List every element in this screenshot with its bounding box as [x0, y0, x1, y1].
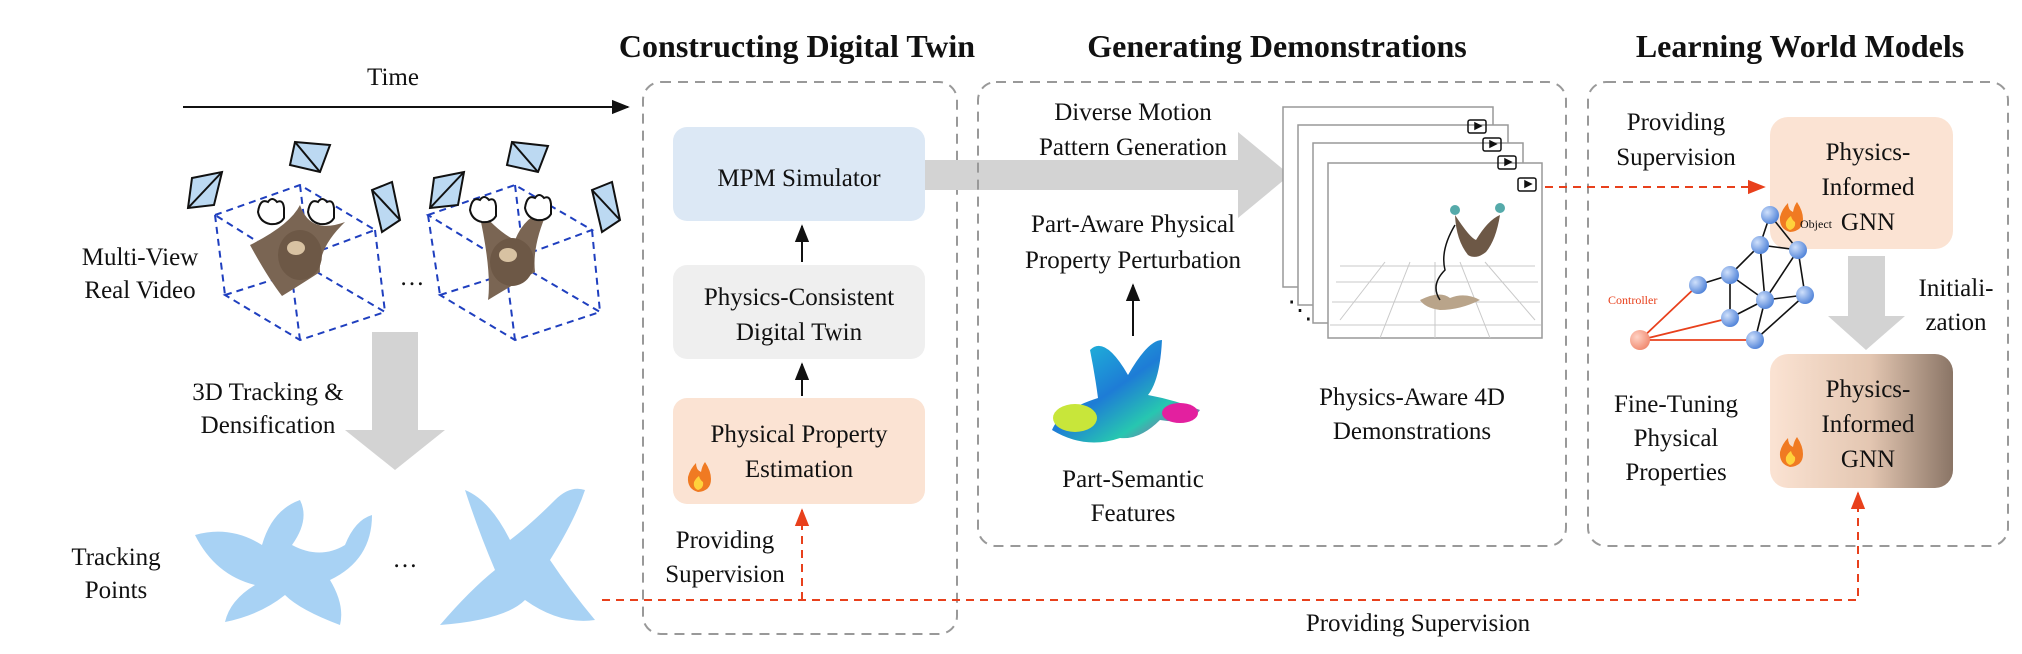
property-estimation-line2: Estimation [745, 456, 854, 483]
wm-supervision-line2: Supervision [1616, 144, 1736, 171]
initialization-line2: zation [1925, 309, 1987, 336]
point-cloud-2 [440, 488, 595, 625]
demonstrations-panel [977, 81, 1567, 547]
demos-line2: Demonstrations [1333, 418, 1491, 445]
flame-icon [1779, 202, 1803, 232]
video-frame-1 [212, 183, 388, 342]
stack-ellipsis: ⋱ [1288, 297, 1313, 324]
tracking-down-arrow [345, 332, 445, 470]
demo-plush-toy [1420, 203, 1505, 310]
bottom-supervision-label: Providing Supervision [1306, 610, 1531, 637]
ellipsis-bottom: … [393, 546, 418, 573]
demos-line1: Physics-Aware 4D [1319, 384, 1505, 411]
video-frame-2 [425, 183, 603, 342]
camera-icon [428, 140, 622, 234]
plush-toy-1 [250, 205, 345, 296]
part-semantic-line1: Part-Semantic [1062, 466, 1204, 493]
multiview-label-line2: Real Video [84, 277, 195, 304]
digital-twin-section: Constructing Digital Twin MPM Simulator … [619, 28, 975, 635]
diverse-motion-line1: Diverse Motion [1054, 99, 1212, 126]
finetune-line2: Physical [1634, 425, 1719, 452]
gnn-bottom-line3: GNN [1841, 446, 1895, 473]
input-section: Time Multi-View Real Video [71, 64, 630, 625]
finetune-line3: Properties [1625, 459, 1726, 486]
tracking-points-line1: Tracking [71, 544, 161, 571]
digital-twin-panel [642, 81, 958, 635]
time-label: Time [367, 64, 419, 91]
gnn-bottom-line2: Informed [1821, 411, 1915, 438]
part-aware-line1: Part-Aware Physical [1031, 211, 1235, 238]
mpm-simulator-label: MPM Simulator [717, 165, 881, 192]
graph-object-label: Object [1800, 217, 1833, 231]
ellipsis-top: … [400, 264, 425, 291]
supervision-connectors [602, 179, 1866, 601]
section-title-demonstrations: Generating Demonstrations [1087, 28, 1467, 64]
object-nodes [1689, 206, 1814, 349]
property-estimation-box [673, 398, 925, 504]
diverse-motion-line2: Pattern Generation [1039, 134, 1228, 161]
tracking-points-line2: Points [85, 577, 148, 604]
gnn-top-line3: GNN [1841, 209, 1895, 236]
digital-twin-line2: Digital Twin [736, 319, 863, 346]
demonstrations-section: Generating Demonstrations Diverse Motion… [977, 28, 1567, 547]
initialization-arrow [1828, 256, 1905, 350]
gnn-bottom-box [1770, 354, 1953, 488]
world-models-section: Learning World Models Providing Supervis… [1587, 28, 2009, 547]
demo-video-stack: ⋱ [1282, 106, 1543, 339]
mpm-simulator-box [673, 127, 925, 221]
plush-toy-2 [478, 208, 548, 300]
camera-icon [186, 140, 402, 234]
bottom-supervision-line [602, 491, 1866, 601]
flame-icon [687, 462, 711, 492]
flame-icon [1779, 437, 1803, 467]
gnn-bottom-line1: Physics- [1826, 376, 1911, 403]
tracking-step-line1: 3D Tracking & [192, 379, 343, 406]
world-models-panel [1587, 81, 2009, 547]
supervision-line1: Providing [676, 527, 775, 554]
digital-twin-box [673, 265, 925, 359]
hand-icon-1a [256, 198, 285, 226]
gnn-top-line2: Informed [1821, 174, 1915, 201]
multiview-label-line1: Multi-View [82, 244, 199, 271]
mpm-to-demos-arrow [925, 132, 1290, 218]
wm-supervision-line1: Providing [1627, 109, 1726, 136]
digital-twin-line1: Physics-Consistent [704, 284, 894, 311]
video-icon [1467, 119, 1537, 192]
section-title-digital-twin: Constructing Digital Twin [619, 28, 975, 64]
gnn-top-box [1770, 117, 1953, 249]
property-estimation-line1: Physical Property [710, 421, 888, 448]
part-semantic-feature-blob [1052, 340, 1200, 443]
initialization-line1: Initiali- [1919, 275, 1994, 302]
graph-controller-label: Controller [1608, 293, 1657, 307]
section-title-world-models: Learning World Models [1636, 28, 1964, 64]
part-aware-line2: Property Perturbation [1025, 247, 1241, 274]
tracking-step-line2: Densification [201, 412, 336, 439]
supervision-line2: Supervision [665, 561, 785, 588]
hand-icon-1b [306, 198, 335, 226]
particle-graph: Controller Object [1608, 206, 1833, 350]
finetune-line1: Fine-Tuning [1614, 391, 1739, 418]
gnn-top-line1: Physics- [1826, 139, 1911, 166]
hand-icon-2b [523, 194, 552, 222]
controller-node [1630, 330, 1650, 350]
point-cloud-1 [195, 500, 372, 625]
hand-icon-2a [468, 196, 497, 224]
part-semantic-line2: Features [1091, 500, 1176, 527]
